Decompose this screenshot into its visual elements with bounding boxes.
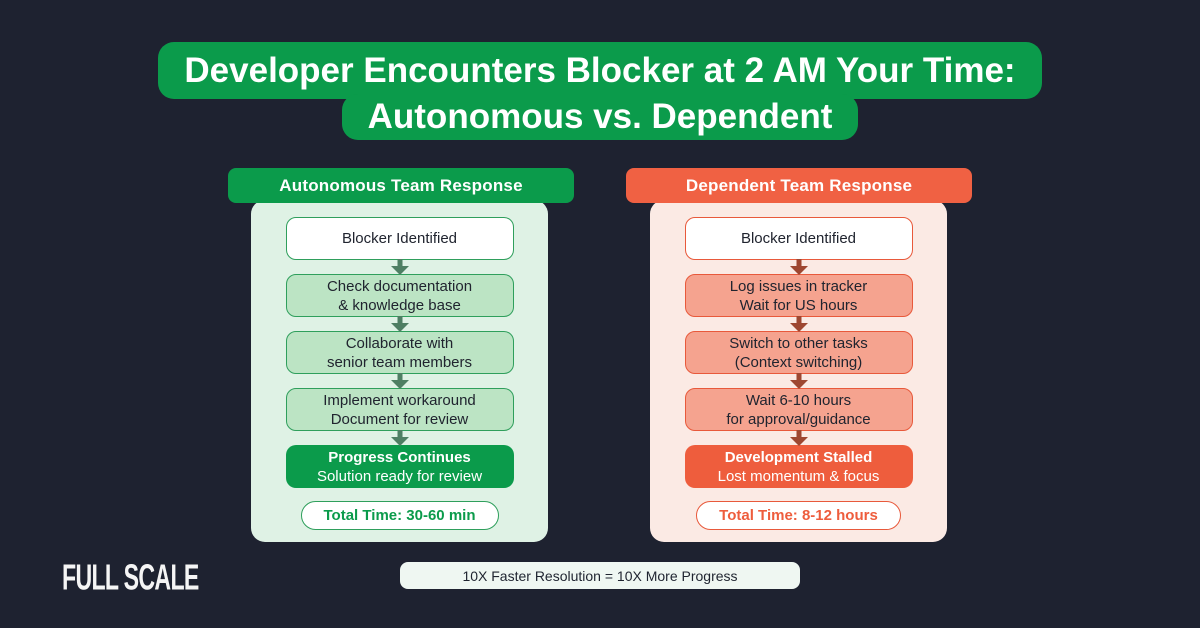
step-text: Collaborate with — [345, 334, 454, 352]
step-text: Wait for US hours — [739, 296, 858, 314]
arrow-down-icon — [390, 373, 409, 389]
step-text: Implement workaround — [323, 391, 476, 409]
dependent-panel-header: Dependent Team Response — [626, 168, 972, 203]
step-text: Check documentation — [326, 277, 473, 295]
total-time-badge: Total Time: 8-12 hours — [696, 501, 901, 530]
flow-step: Switch to other tasks(Context switching) — [684, 331, 913, 374]
step-text: Switch to other tasks — [729, 334, 868, 352]
step-text: Development Stalled — [724, 448, 873, 466]
step-text: Log issues in tracker — [729, 277, 868, 295]
flow-step: Check documentation& knowledge base — [285, 274, 514, 317]
arrow-down-icon — [789, 373, 808, 389]
step-text: for approval/guidance — [726, 410, 871, 428]
step-text: Lost momentum & focus — [717, 467, 880, 485]
step-text: & knowledge base — [338, 296, 461, 314]
step-text: Wait 6-10 hours — [745, 391, 852, 409]
arrow-down-icon — [390, 430, 409, 446]
title-line-2: Autonomous vs. Dependent — [341, 94, 859, 140]
flow-step: Blocker Identified — [684, 217, 913, 260]
autonomous-panel: Blocker Identified Check documentation& … — [251, 200, 548, 542]
bottom-banner: 10X Faster Resolution = 10X More Progres… — [400, 562, 800, 589]
arrow-down-icon — [789, 259, 808, 275]
step-text: (Context switching) — [734, 353, 863, 371]
step-text: Blocker Identified — [341, 230, 458, 247]
arrow-down-icon — [789, 430, 808, 446]
total-time-badge: Total Time: 30-60 min — [300, 501, 499, 530]
step-text: senior team members — [326, 353, 473, 371]
title-line-1: Developer Encounters Blocker at 2 AM You… — [158, 42, 1042, 99]
step-text: Solution ready for review — [316, 467, 483, 485]
step-text: Document for review — [330, 410, 469, 428]
step-text: Blocker Identified — [740, 230, 857, 247]
page-title: Developer Encounters Blocker at 2 AM You… — [0, 42, 1200, 140]
arrow-down-icon — [390, 316, 409, 332]
flow-step: Blocker Identified — [285, 217, 514, 260]
full-scale-logo: FULL SCALE — [62, 558, 199, 598]
arrow-down-icon — [789, 316, 808, 332]
arrow-down-icon — [390, 259, 409, 275]
step-text: Progress Continues — [328, 448, 471, 466]
autonomous-panel-header: Autonomous Team Response — [228, 168, 574, 203]
dependent-panel: Blocker Identified Log issues in tracker… — [650, 200, 947, 542]
